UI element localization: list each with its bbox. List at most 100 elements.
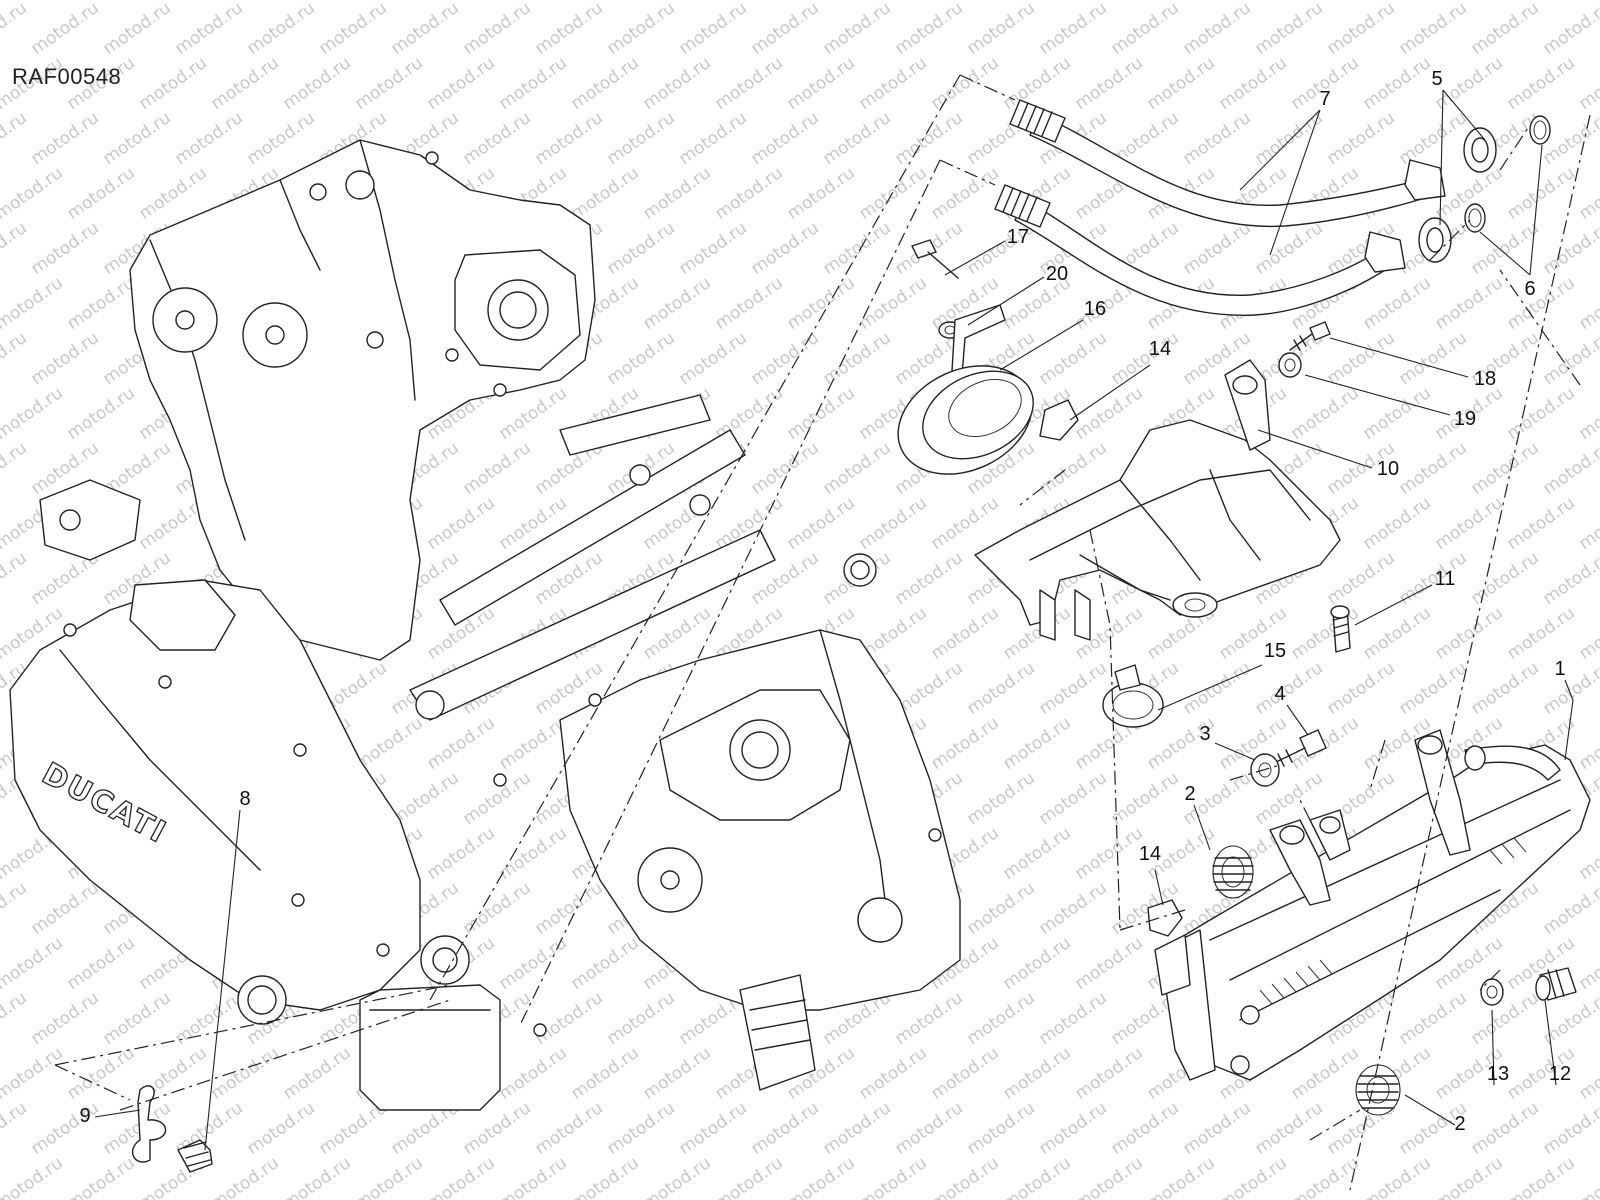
watermark-text: motod.ru bbox=[27, 1098, 102, 1159]
watermark-text: motod.ru bbox=[99, 108, 174, 169]
callout-3: 3 bbox=[1199, 723, 1210, 745]
watermark-text: motod.ru bbox=[0, 218, 31, 279]
watermark-text: motod.ru bbox=[1035, 768, 1110, 829]
grommet-part-2-lower bbox=[1355, 1064, 1401, 1116]
clip-part-9 bbox=[131, 1085, 167, 1163]
screw-part-18 bbox=[1289, 321, 1331, 351]
watermark-text: motod.ru bbox=[1539, 328, 1600, 389]
watermark-text: motod.ru bbox=[567, 0, 642, 4]
watermark-text: motod.ru bbox=[1287, 1043, 1362, 1104]
watermark-text: motod.ru bbox=[27, 108, 102, 169]
watermark-text: motod.ru bbox=[279, 1153, 354, 1200]
watermark-text: motod.ru bbox=[855, 273, 930, 334]
watermark-text: motod.ru bbox=[0, 438, 31, 499]
watermark-text: motod.ru bbox=[1539, 658, 1600, 719]
watermark-text: motod.ru bbox=[0, 108, 31, 169]
watermark-text: motod.ru bbox=[891, 0, 966, 59]
watermark-text: motod.ru bbox=[1179, 1098, 1254, 1159]
watermark-text: motod.ru bbox=[999, 1153, 1074, 1200]
callout-17: 17 bbox=[1007, 226, 1029, 248]
watermark-text: motod.ru bbox=[27, 878, 102, 939]
watermark-text: motod.ru bbox=[1395, 0, 1470, 59]
watermark-text: motod.ru bbox=[819, 218, 894, 279]
watermark-text: motod.ru bbox=[1071, 1153, 1146, 1200]
watermark-text: motod.ru bbox=[1359, 0, 1434, 4]
watermark-text: motod.ru bbox=[63, 163, 138, 224]
watermark-text: motod.ru bbox=[279, 53, 354, 114]
callout-14-upper: 14 bbox=[1149, 338, 1171, 360]
watermark-text: motod.ru bbox=[927, 713, 1002, 774]
watermark-text: motod.ru bbox=[0, 163, 67, 224]
watermark-text: motod.ru bbox=[1359, 1153, 1434, 1200]
watermark-text: motod.ru bbox=[315, 0, 390, 59]
oil-cooler-part-1 bbox=[1154, 729, 1591, 1081]
watermark-text: motod.ru bbox=[1359, 493, 1434, 554]
watermark-text: motod.ru bbox=[1287, 0, 1362, 4]
watermark-text: motod.ru bbox=[0, 383, 67, 444]
watermark-text: motod.ru bbox=[1503, 493, 1578, 554]
watermark-text: motod.ru bbox=[747, 438, 822, 499]
watermark-text: motod.ru bbox=[1539, 218, 1600, 279]
callout-10: 10 bbox=[1377, 458, 1399, 480]
watermark-text: motod.ru bbox=[819, 108, 894, 169]
drawing-code: RAF00548 bbox=[12, 64, 122, 89]
watermark-text: motod.ru bbox=[1395, 108, 1470, 169]
watermark-text: motod.ru bbox=[531, 108, 606, 169]
bracket-part-10 bbox=[974, 359, 1341, 641]
watermark-text: motod.ru bbox=[1359, 383, 1434, 444]
watermark-text: motod.ru bbox=[0, 328, 31, 389]
watermark-text: motod.ru bbox=[1251, 108, 1326, 169]
watermark-text: motod.ru bbox=[1575, 1043, 1600, 1104]
watermark-text: motod.ru bbox=[279, 1043, 354, 1104]
watermark-text: motod.ru bbox=[819, 328, 894, 389]
watermark-text: motod.ru bbox=[351, 0, 426, 4]
watermark-text: motod.ru bbox=[603, 108, 678, 169]
watermark-text: motod.ru bbox=[711, 53, 786, 114]
watermark-text: motod.ru bbox=[999, 713, 1074, 774]
oil-hoses-part-7 bbox=[994, 99, 1446, 316]
watermark-text: motod.ru bbox=[1467, 1098, 1542, 1159]
watermark-text: motod.ru bbox=[783, 163, 858, 224]
watermark-text: motod.ru bbox=[603, 328, 678, 389]
watermark-text: motod.ru bbox=[1215, 0, 1290, 4]
watermark-text: motod.ru bbox=[1071, 0, 1146, 4]
watermark-text: motod.ru bbox=[459, 108, 534, 169]
watermark-text: motod.ru bbox=[1251, 1098, 1326, 1159]
watermark-text: motod.ru bbox=[927, 0, 1002, 4]
watermark-text: motod.ru bbox=[1467, 658, 1542, 719]
watermark-text: motod.ru bbox=[1287, 1153, 1362, 1200]
watermark-text: motod.ru bbox=[1215, 1153, 1290, 1200]
watermark-text: motod.ru bbox=[783, 1153, 858, 1200]
callout-18: 18 bbox=[1474, 368, 1496, 390]
watermark-text: motod.ru bbox=[207, 53, 282, 114]
watermark-text: motod.ru bbox=[963, 878, 1038, 939]
watermark-text: motod.ru bbox=[1503, 1153, 1578, 1200]
watermark-text: motod.ru bbox=[891, 548, 966, 609]
watermark-text: motod.ru bbox=[1395, 328, 1470, 389]
callout-2-upper: 2 bbox=[1184, 783, 1195, 805]
watermark-text: motod.ru bbox=[387, 0, 462, 59]
watermark-text: motod.ru bbox=[1539, 1098, 1600, 1159]
watermark-text: motod.ru bbox=[1071, 933, 1146, 994]
watermark-text: motod.ru bbox=[639, 273, 714, 334]
watermark-text: motod.ru bbox=[639, 1153, 714, 1200]
screw-part-8 bbox=[177, 1139, 213, 1173]
watermark-text: motod.ru bbox=[711, 0, 786, 4]
watermark-text: motod.ru bbox=[1431, 0, 1506, 4]
watermark-text: motod.ru bbox=[999, 933, 1074, 994]
watermark-text: motod.ru bbox=[1359, 53, 1434, 114]
clamp-part-15 bbox=[1102, 664, 1164, 728]
watermark-text: motod.ru bbox=[531, 1098, 606, 1159]
watermark-text: motod.ru bbox=[855, 53, 930, 114]
watermark-text: motod.ru bbox=[495, 823, 570, 884]
watermark-text: motod.ru bbox=[135, 53, 210, 114]
horn-part-16 bbox=[897, 304, 1034, 475]
watermark-text: motod.ru bbox=[783, 493, 858, 554]
watermark-text: motod.ru bbox=[603, 1098, 678, 1159]
watermark-text: motod.ru bbox=[495, 0, 570, 4]
watermark-text: motod.ru bbox=[927, 1043, 1002, 1104]
clip-part-14-lower bbox=[1147, 899, 1183, 937]
watermark-text: motod.ru bbox=[243, 1098, 318, 1159]
watermark-text: motod.ru bbox=[1143, 53, 1218, 114]
engine-assembly: DUCATI bbox=[9, 139, 961, 1111]
